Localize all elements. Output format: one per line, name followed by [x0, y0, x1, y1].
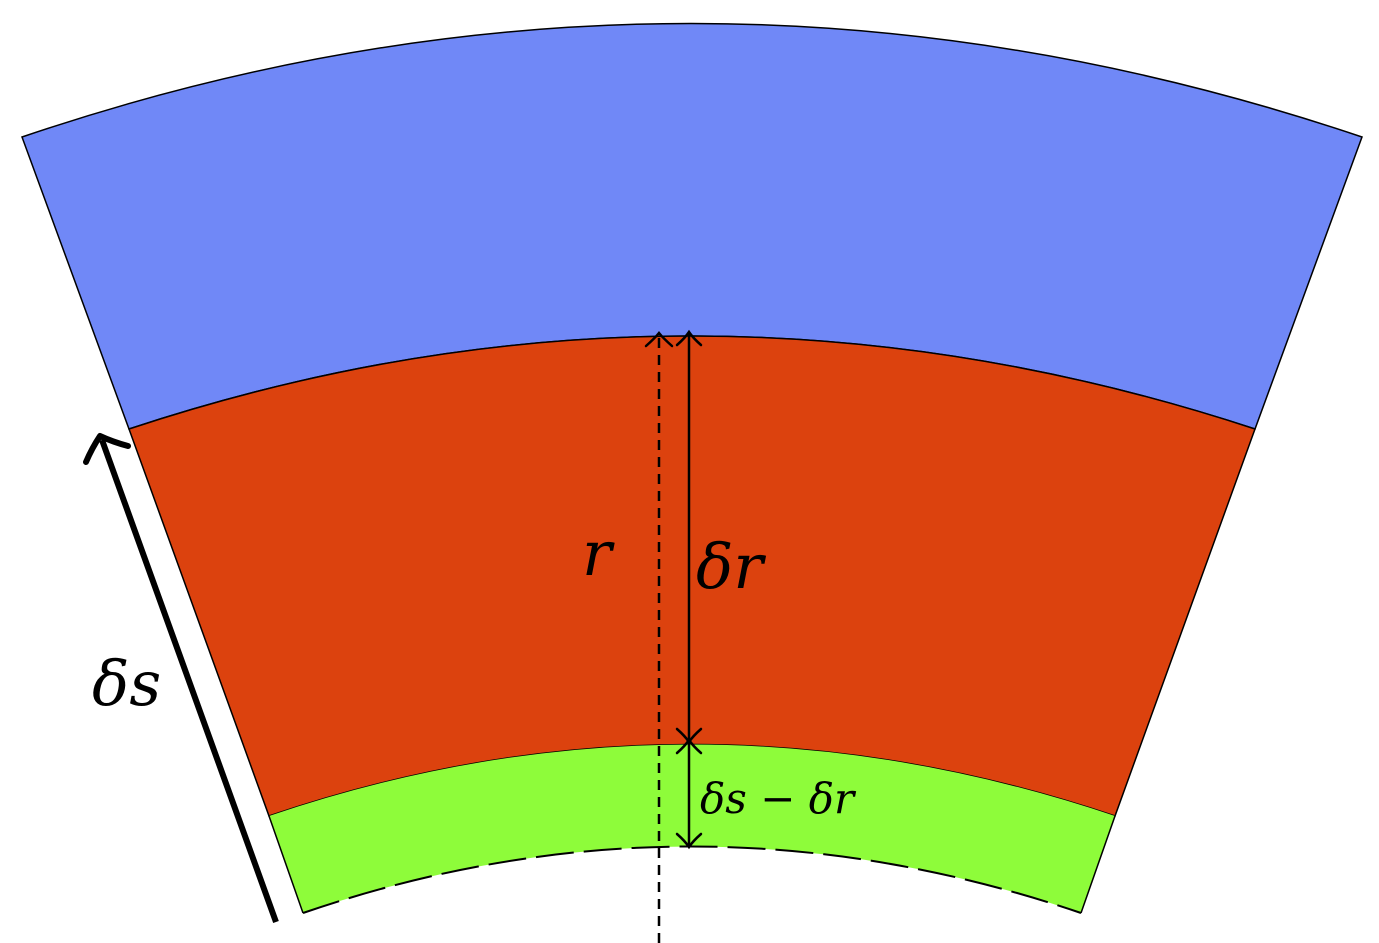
- delta-r-top-arrowhead-icon: [675, 329, 703, 347]
- delta-s-minus-delta-r-bottom-arrowhead-icon: [675, 832, 703, 850]
- label-r: r: [582, 517, 615, 590]
- delta-s-arrowhead-icon: [83, 433, 131, 465]
- label-delta-s-minus-delta-r: δs − δr: [700, 774, 857, 823]
- inner-band-dashed-arc: [302, 845, 1082, 914]
- delta-s-arrow-line: [99, 438, 279, 924]
- radius-arrowhead-icon: [644, 330, 674, 348]
- delta-s-minus-delta-r-top-arrowhead-icon: [675, 737, 703, 755]
- label-delta-r: δr: [696, 530, 766, 603]
- inner-band-left-edge: [268, 815, 304, 914]
- inner-band: [269, 744, 1115, 913]
- inner-band-right-edge: [1080, 815, 1116, 914]
- label-delta-s: δs: [92, 647, 161, 720]
